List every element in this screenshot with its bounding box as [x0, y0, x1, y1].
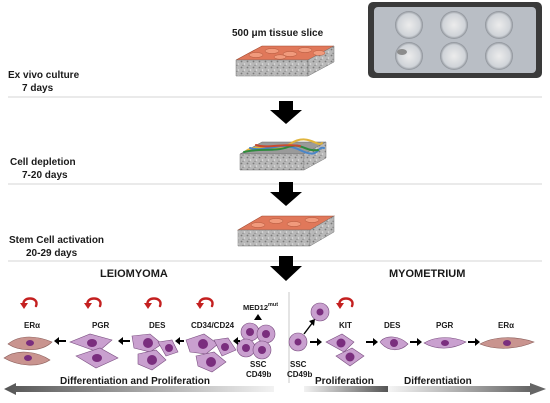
leiomyoma-era-cells [3, 336, 53, 366]
diagonal-arrow-icon [303, 321, 314, 335]
arrow-left-icon [118, 337, 130, 345]
right-gradient-bar [304, 383, 546, 395]
marker-cd34-cd24: CD34/CD24 [191, 321, 235, 330]
cd49b-label-right: CD49b [287, 370, 312, 379]
up-triangle-icon [254, 314, 262, 320]
differentiation-label: Differentiation [404, 376, 472, 387]
arrow-left-icon [233, 337, 240, 345]
tissue-block-activated [236, 215, 336, 247]
down-arrow-icon [270, 101, 302, 124]
marker-pgr-left: PGR [92, 321, 110, 330]
leiomyoma-title: LEIOMYOMA [100, 268, 168, 280]
myometrium-kit-cells [325, 333, 365, 367]
ssc-label-left: SSC [250, 360, 267, 369]
leiomyoma-ssc-cluster [236, 322, 276, 360]
curved-arrow-heads [20, 303, 344, 309]
arrow-right-icon [366, 338, 378, 346]
stage3-title: Stem Cell activation [9, 235, 104, 246]
stage3-duration: 20-29 days [26, 248, 78, 259]
cd49b-label-left: CD49b [246, 370, 271, 379]
stage1-duration: 7 days [22, 83, 54, 94]
stage2-title: Cell depletion [10, 157, 76, 168]
down-arrow-icon [270, 182, 302, 206]
leiomyoma-cd34-cells [185, 333, 237, 373]
stage1-title: Ex vivo culture [8, 70, 80, 81]
arrow-left-icon [175, 337, 184, 345]
marker-des-left: DES [149, 321, 166, 330]
diagonal-arrow-head [309, 319, 315, 326]
leiomyoma-pgr-cells [69, 333, 119, 369]
marker-era-left: ERα [24, 321, 40, 330]
culture-plate-photo [368, 2, 542, 78]
proliferation-arrows [22, 297, 354, 308]
arrow-right-icon [468, 338, 480, 346]
tissue-block-depleted [239, 138, 327, 171]
left-bar-label: Differentiation and Proliferation [60, 376, 210, 387]
myometrium-era-cell [479, 337, 535, 349]
myometrium-ssc-cells [288, 302, 330, 352]
myometrium-title: MYOMETRIUM [389, 268, 465, 280]
arrow-left-icon [54, 337, 66, 345]
myometrium-des-cell [379, 336, 409, 351]
proliferation-label: Proliferation [315, 376, 374, 387]
tissue-slice-label: 500 μm tissue slice [232, 28, 324, 39]
tissue-block-cultured [235, 45, 335, 77]
arrow-right-icon [410, 338, 422, 346]
leiomyoma-des-cells [131, 333, 179, 371]
med12-label: MED12mut [243, 302, 278, 312]
left-gradient-bar [4, 383, 274, 395]
marker-des-right: DES [384, 321, 401, 330]
marker-era-right: ERα [498, 321, 514, 330]
marker-kit: KIT [339, 321, 352, 330]
left-arrows [54, 337, 240, 345]
stage2-duration: 7-20 days [22, 170, 68, 181]
arrow-right-icon [310, 338, 322, 346]
ssc-label-right: SSC [290, 360, 307, 369]
marker-pgr-right: PGR [436, 321, 454, 330]
down-arrow-icon [270, 256, 302, 281]
right-arrows [310, 338, 480, 346]
myometrium-pgr-cell [423, 337, 467, 349]
